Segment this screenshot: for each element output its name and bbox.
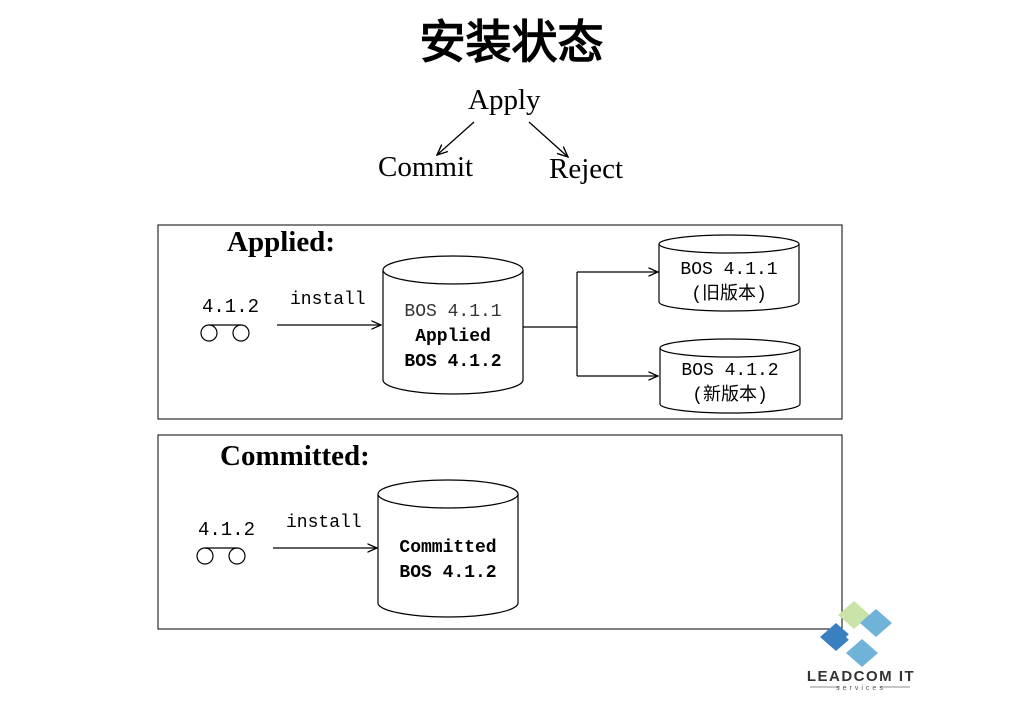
arrow-apply-reject bbox=[528, 121, 568, 157]
applied-db-label: BOS 4.1.1 Applied BOS 4.1.2 bbox=[383, 300, 523, 375]
new-db-line1: BOS 4.1.2 bbox=[681, 361, 779, 381]
patch-version: 4.1.2 bbox=[198, 519, 256, 541]
applied-db-line3: BOS 4.1.2 bbox=[404, 352, 502, 372]
page-title: 安装状态 bbox=[419, 17, 604, 68]
logo-sub: services bbox=[836, 685, 886, 692]
old-db-cylinder bbox=[658, 234, 800, 312]
committed-db-label: Committed BOS 4.1.2 bbox=[378, 536, 518, 586]
flow-reject: Reject bbox=[549, 153, 624, 185]
new-db-line2: (新版本) bbox=[692, 386, 768, 406]
committed-heading: Committed: bbox=[220, 440, 370, 472]
leadcom-logo: Leadcom IT services bbox=[796, 668, 926, 692]
logo-name: Leadcom IT bbox=[806, 668, 916, 685]
install-label: install bbox=[290, 290, 366, 310]
leadcom-logo-mark bbox=[820, 601, 892, 667]
applied-panel bbox=[157, 224, 843, 420]
applied-heading: Applied: bbox=[227, 226, 335, 258]
applied-db-line1: BOS 4.1.1 bbox=[404, 302, 502, 322]
old-db-label: BOS 4.1.1 (旧版本) bbox=[659, 258, 799, 308]
patch-reel-icon bbox=[232, 324, 250, 342]
flow-apply: Apply bbox=[468, 84, 541, 116]
committed-db-line2: BOS 4.1.2 bbox=[399, 563, 497, 583]
applied-db-line2: Applied bbox=[415, 327, 491, 347]
old-db-line2: (旧版本) bbox=[691, 285, 767, 305]
committed-panel bbox=[157, 434, 843, 630]
applied-db-cylinder bbox=[382, 255, 524, 395]
committed-db-line1: Committed bbox=[399, 538, 497, 558]
patch-version: 4.1.2 bbox=[202, 296, 260, 318]
committed-db-cylinder bbox=[377, 479, 519, 618]
flow-commit: Commit bbox=[378, 151, 474, 183]
patch-reel-icon bbox=[200, 324, 218, 342]
patch-reel-icon bbox=[228, 547, 246, 565]
old-db-line1: BOS 4.1.1 bbox=[680, 260, 778, 280]
new-db-label: BOS 4.1.2 (新版本) bbox=[660, 359, 800, 409]
patch-reel-icon bbox=[196, 547, 214, 565]
arrow-apply-commit bbox=[437, 121, 475, 155]
new-db-cylinder bbox=[659, 338, 801, 414]
install-label: install bbox=[286, 513, 362, 533]
